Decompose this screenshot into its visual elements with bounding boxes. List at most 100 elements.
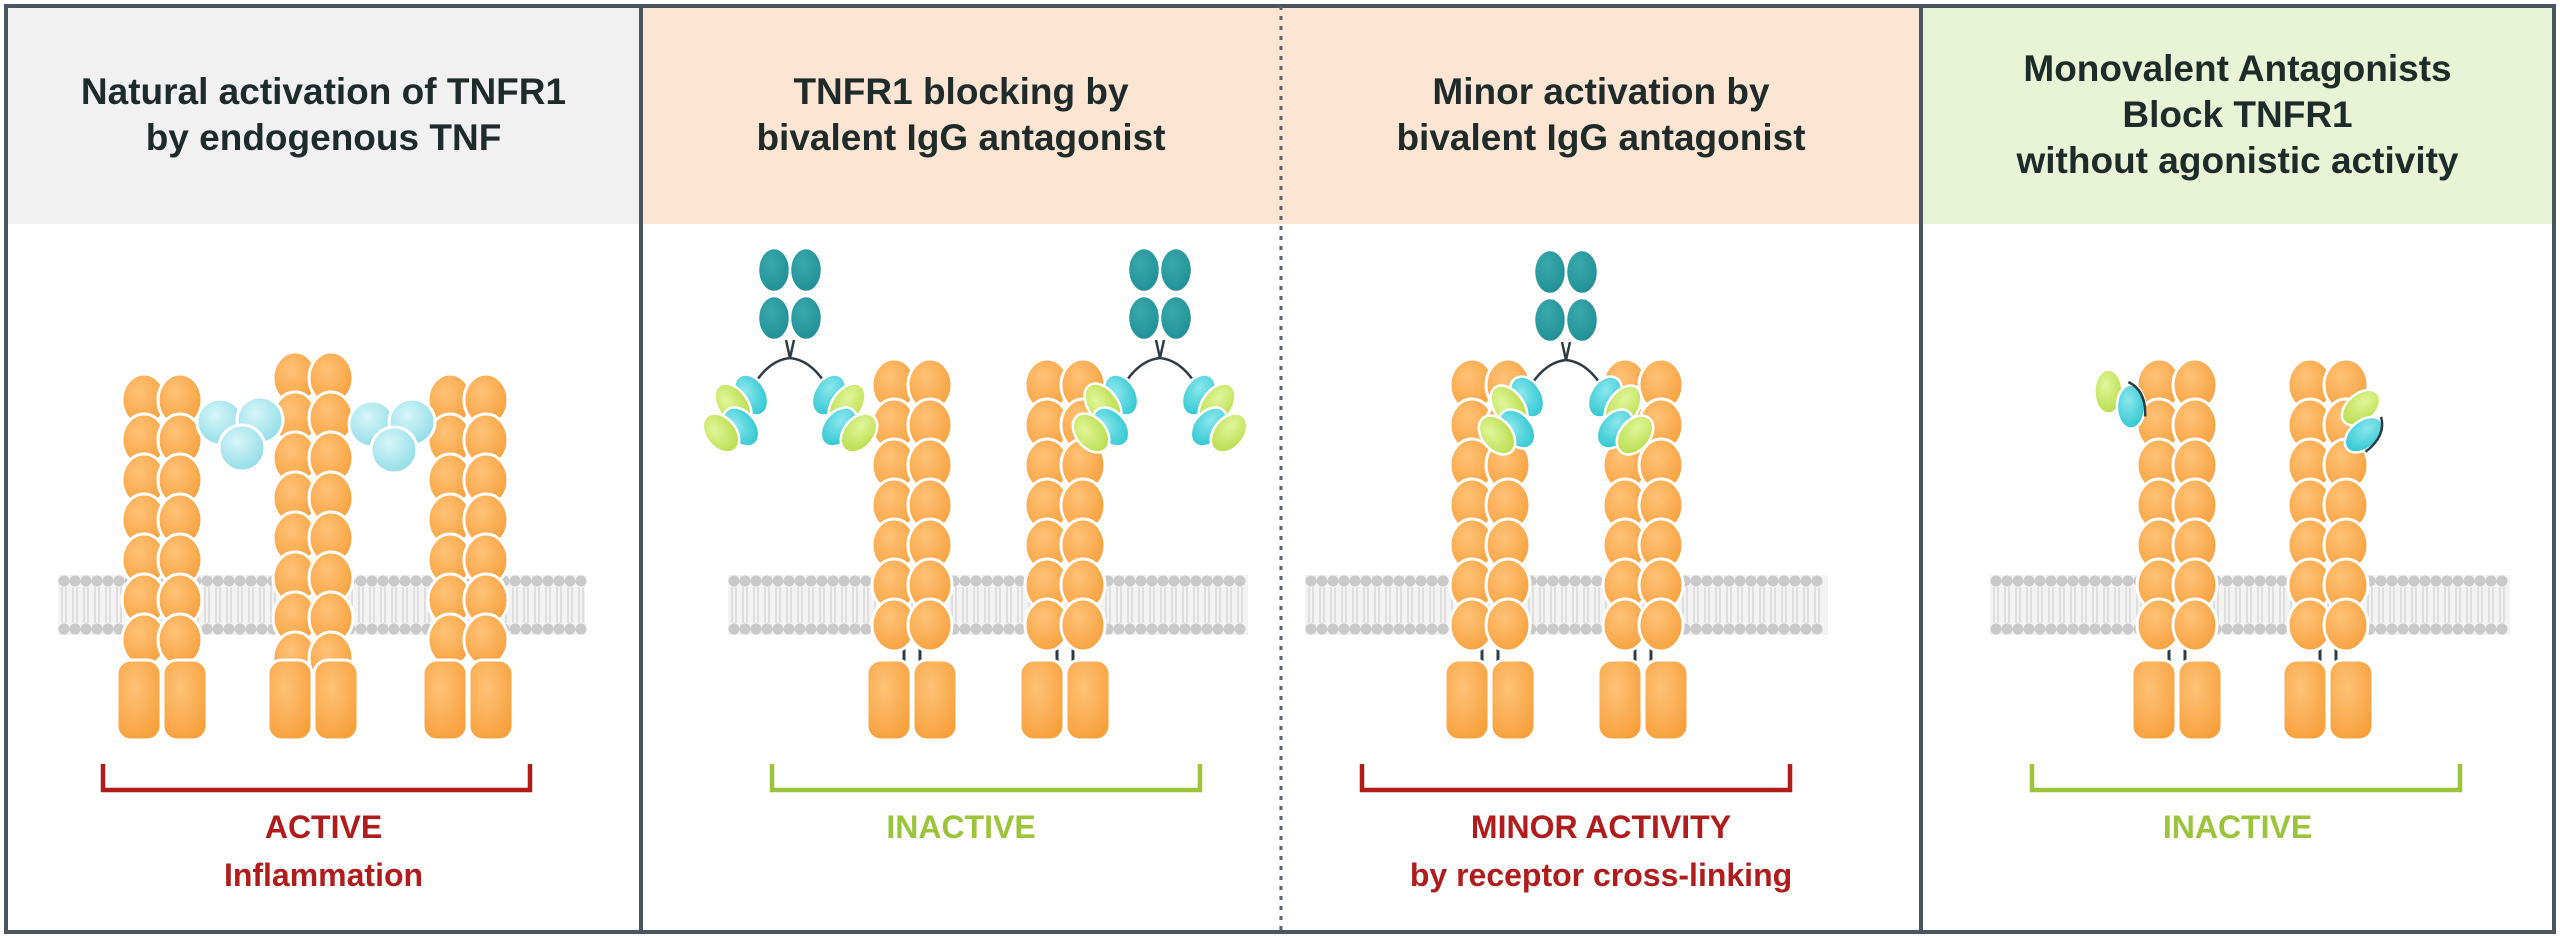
lipid-head — [1723, 575, 1735, 587]
lipid-head — [1547, 575, 1559, 587]
lipid-head — [2001, 575, 2013, 587]
lipid-head — [1745, 623, 1757, 635]
lipid-head — [1146, 575, 1158, 587]
lipid-head — [1426, 575, 1438, 587]
lipid-head — [1701, 623, 1713, 635]
lipid-head — [1734, 623, 1746, 635]
igg-fab-light — [839, 412, 879, 454]
lipid-head — [2111, 623, 2123, 635]
lipid-head — [1113, 623, 1125, 635]
lipid-head — [2430, 575, 2442, 587]
igg-fc-domain — [1564, 296, 1600, 344]
lipid-head — [2408, 575, 2420, 587]
lipid-head — [794, 623, 806, 635]
lipid-head — [1146, 623, 1158, 635]
lipid-head — [2001, 623, 2013, 635]
status-label: Inflammation — [224, 857, 423, 893]
tnf-subunit — [369, 425, 419, 475]
lipid-head — [509, 575, 521, 587]
lipid-head — [1371, 575, 1383, 587]
lipid-head — [1756, 575, 1768, 587]
receptor-intracellular — [312, 658, 360, 742]
panel-header — [1921, 6, 2554, 224]
lipid-head — [728, 575, 740, 587]
panel-title-line: Natural activation of TNFR1 — [81, 71, 566, 112]
receptor-intracellular — [266, 658, 314, 742]
lipid-head — [1778, 623, 1790, 635]
lipid-head — [2441, 575, 2453, 587]
receptor-domain — [2322, 597, 2370, 653]
igg-fc-domain — [1126, 294, 1162, 342]
lipid-head — [2474, 623, 2486, 635]
lipid-head — [1223, 623, 1235, 635]
lipid-head — [1437, 623, 1449, 635]
receptor-domain — [906, 597, 954, 653]
lipid-head — [421, 575, 433, 587]
lipid-head — [1393, 575, 1405, 587]
lipid-head — [564, 623, 576, 635]
igg-linker — [1159, 356, 1197, 384]
lipid-head — [1767, 623, 1779, 635]
lipid-head — [1536, 575, 1548, 587]
scene-monovalent — [1990, 357, 2510, 793]
lipid-head — [827, 623, 839, 635]
lipid-head — [388, 623, 400, 635]
lipid-head — [2078, 575, 2090, 587]
lipid-head — [2122, 575, 2134, 587]
lipid-head — [1712, 575, 1724, 587]
lipid-head — [1338, 575, 1350, 587]
igg-fc-domain — [756, 294, 792, 342]
receptor-domain — [1637, 597, 1685, 653]
lipid-head — [2485, 575, 2497, 587]
panel-title-line: Monovalent Antagonists — [2023, 48, 2451, 89]
lipid-head — [2034, 623, 2046, 635]
lipid-head — [1569, 623, 1581, 635]
lipid-head — [838, 575, 850, 587]
lipid-head — [750, 575, 762, 587]
lipid-head — [981, 623, 993, 635]
lipid-head — [2419, 575, 2431, 587]
lipid-head — [750, 623, 762, 635]
lipid-head — [388, 575, 400, 587]
panel-header — [641, 6, 1281, 224]
lipid-head — [2254, 623, 2266, 635]
lipid-head — [2034, 575, 2046, 587]
lipid-head — [2496, 623, 2508, 635]
lipid-head — [1316, 623, 1328, 635]
status-bracket — [100, 764, 533, 793]
lipid-head — [794, 575, 806, 587]
lipid-head — [256, 575, 268, 587]
lipid-head — [739, 575, 751, 587]
panel-title-line: bivalent IgG antagonist — [1396, 117, 1805, 158]
lipid-head — [2078, 623, 2090, 635]
lipid-head — [783, 623, 795, 635]
scene-igg-blocking — [701, 246, 1249, 793]
lipid-head — [2232, 623, 2244, 635]
lipid-head — [256, 623, 268, 635]
lipid-head — [212, 623, 224, 635]
lipid-head — [531, 575, 543, 587]
receptor-intracellular — [2281, 658, 2329, 742]
lipid-head — [2375, 623, 2387, 635]
igg-linker — [1123, 356, 1161, 384]
lipid-head — [410, 623, 422, 635]
lipid-head — [1179, 575, 1191, 587]
tnf-subunit — [217, 423, 267, 473]
panel-title-line: Minor activation by — [1432, 71, 1770, 112]
lipid-head — [1124, 575, 1136, 587]
scene-tnf-activation — [58, 350, 587, 793]
receptor-intracellular — [1064, 658, 1112, 742]
receptor-domain — [2171, 597, 2219, 653]
lipid-head — [234, 623, 246, 635]
lipid-head — [1800, 623, 1812, 635]
receptor-domain — [1059, 597, 1107, 653]
lipid-head — [2419, 623, 2431, 635]
lipid-head — [2463, 623, 2475, 635]
lipid-head — [1437, 575, 1449, 587]
lipid-head — [860, 623, 872, 635]
igg-linker — [789, 356, 827, 384]
receptor-domain — [462, 612, 510, 668]
lipid-head — [860, 575, 872, 587]
lipid-head — [827, 575, 839, 587]
lipid-head — [1135, 575, 1147, 587]
